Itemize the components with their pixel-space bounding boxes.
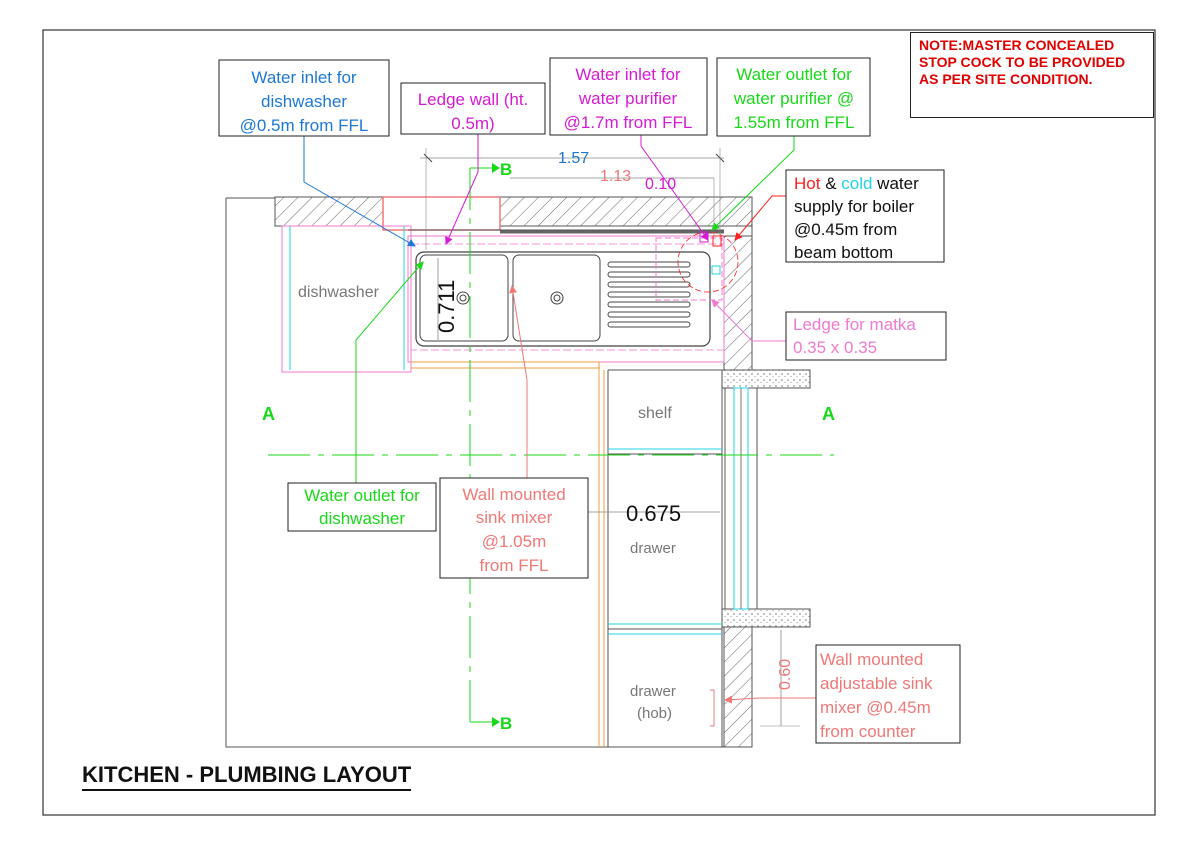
svg-text:water purifier: water purifier [578, 89, 678, 108]
svg-text:Hot & cold water: Hot & cold water [794, 174, 919, 193]
label-drawer-hob: drawer [630, 683, 676, 700]
label-drawer: drawer [630, 540, 676, 557]
svg-text:Ledge wall (ht.: Ledge wall (ht. [418, 90, 529, 109]
label-dishwasher: dishwasher [298, 284, 380, 301]
section-lines [268, 163, 834, 727]
svg-text:Water inlet for: Water inlet for [575, 65, 681, 84]
svg-text:adjustable sink: adjustable sink [820, 674, 933, 693]
svg-text:Wall mounted: Wall mounted [820, 650, 923, 669]
callout-purifier-inlet: Water inlet for water purifier @1.7m fro… [549, 57, 708, 136]
label-shelf: shelf [638, 405, 672, 422]
svg-text:from FFL: from FFL [480, 556, 549, 575]
svg-text:1.55m from FFL: 1.55m from FFL [734, 113, 855, 132]
callout-adjustable-mixer: Wall mounted adjustable sink mixer @0.45… [815, 644, 961, 744]
dimension-lines [420, 148, 800, 727]
section-mark-a-left: A [262, 404, 275, 424]
svg-text:from counter: from counter [820, 722, 916, 741]
svg-text:@1.05m: @1.05m [482, 532, 547, 551]
svg-text:mixer @0.45m: mixer @0.45m [820, 698, 931, 717]
section-mark-b-top: B [500, 160, 512, 179]
svg-text:dishwasher: dishwasher [319, 509, 405, 528]
dim-0-711: 0.711 [434, 280, 459, 333]
dim-0-10: 0.10 [645, 176, 676, 193]
svg-text:Water inlet for: Water inlet for [251, 68, 357, 87]
drawing-title: KITCHEN - PLUMBING LAYOUT [82, 762, 412, 791]
svg-text:0.5m): 0.5m) [451, 114, 494, 133]
svg-text:water purifier @: water purifier @ [733, 89, 854, 108]
svg-text:supply for boiler: supply for boiler [794, 197, 914, 216]
callout-boiler-supply: Hot & cold water supply for boiler @0.45… [785, 169, 945, 263]
sink-counter [407, 229, 739, 369]
callout-ledge-wall: Ledge wall (ht. 0.5m) [400, 82, 546, 135]
svg-text:Ledge for matka: Ledge for matka [793, 315, 916, 334]
svg-text:beam bottom: beam bottom [794, 243, 893, 262]
callout-sink-mixer: Wall mounted sink mixer @1.05m from FFL [439, 477, 589, 579]
section-mark-a-right: A [822, 404, 835, 424]
svg-text:@0.5m from FFL: @0.5m from FFL [240, 116, 369, 135]
sheet-border [42, 29, 1156, 816]
section-mark-b-bottom: B [500, 714, 512, 733]
dim-0-60: 0.60 [777, 659, 794, 690]
svg-text:dishwasher: dishwasher [261, 92, 347, 111]
dim-0-675: 0.675 [626, 501, 681, 526]
svg-text:sink mixer: sink mixer [476, 508, 553, 527]
callout-dishwasher-outlet: Water outlet for dishwasher [287, 482, 437, 532]
svg-text:Water outlet for: Water outlet for [736, 65, 852, 84]
dim-1-13: 1.13 [600, 168, 631, 185]
svg-text:0.35 x 0.35: 0.35 x 0.35 [793, 338, 877, 357]
leader-lines [303, 134, 816, 704]
label-hob: (hob) [637, 705, 672, 722]
dim-1-57: 1.57 [558, 150, 589, 167]
svg-text:Wall mounted: Wall mounted [462, 485, 565, 504]
callout-dishwasher-inlet: Water inlet for dishwasher @0.5m from FF… [218, 59, 390, 137]
svg-text:Water outlet for: Water outlet for [304, 486, 420, 505]
svg-text:@0.45m from: @0.45m from [794, 220, 897, 239]
cabinet-column [598, 362, 723, 747]
callout-purifier-outlet: Water outlet for water purifier @ 1.55m … [716, 57, 871, 137]
svg-text:@1.7m from FFL: @1.7m from FFL [564, 113, 693, 132]
callout-matka-ledge: Ledge for matka 0.35 x 0.35 [785, 311, 947, 361]
stop-cock-note: NOTE:MASTER CONCEALED STOP COCK TO BE PR… [910, 32, 1154, 118]
